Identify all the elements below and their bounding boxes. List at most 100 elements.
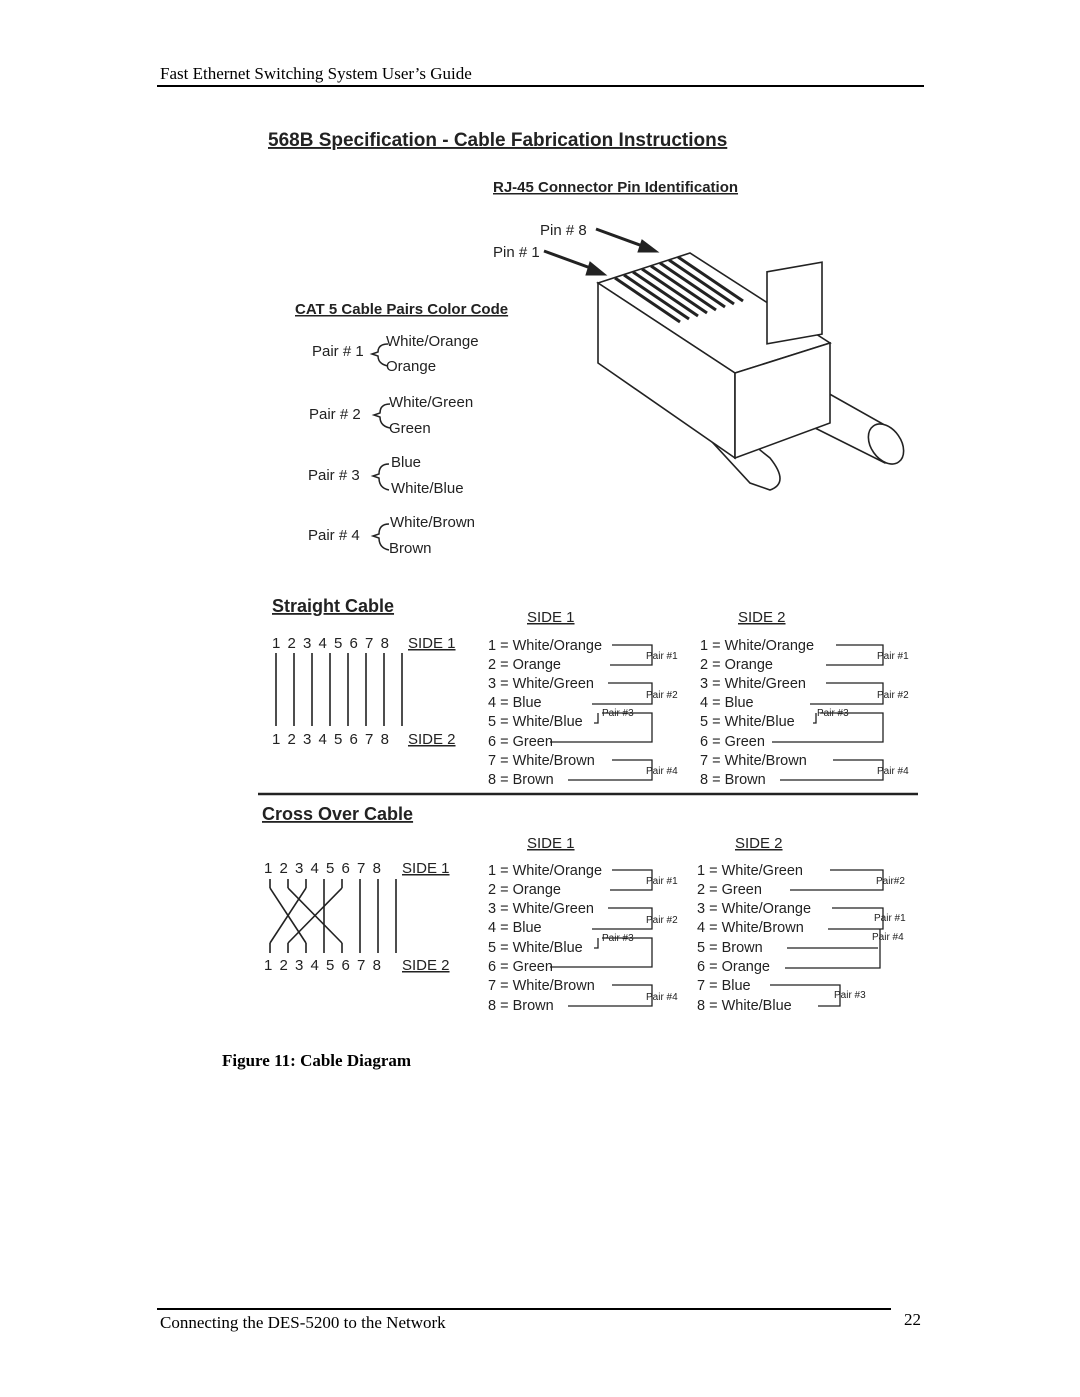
- straight-side1-label: SIDE 1: [408, 635, 456, 652]
- straight-side2-pairs: Pair #1 Pair #2 Pair #3 Pair #4: [817, 651, 909, 777]
- crossover-s2-pair-1: Pair#2: [876, 876, 905, 887]
- crossover-title: Cross Over Cable: [262, 804, 413, 824]
- crossover-s1-row-8: 8 = Brown: [488, 998, 554, 1014]
- crossover-s2-row-1: 1 = White/Green: [697, 863, 803, 879]
- crossover-side2-label: SIDE 2: [402, 957, 450, 974]
- crossover-s1-row-1: 1 = White/Orange: [488, 863, 602, 879]
- straight-s1-row-1: 1 = White/Orange: [488, 638, 602, 654]
- straight-s1-pair-2: Pair #2: [646, 690, 678, 701]
- crossover-side1-list: 1 = White/Orange 2 = Orange 3 = White/Gr…: [488, 863, 602, 1014]
- straight-pins-top: 1 2 3 4 5 6 7 8: [272, 635, 390, 652]
- color-code-title: CAT 5 Cable Pairs Color Code: [295, 301, 508, 318]
- crossover-pins-top: 1 2 3 4 5 6 7 8: [264, 860, 382, 877]
- crossover-side1-pairs: Pair #1 Pair #2 Pair #3 Pair #4: [602, 876, 678, 1003]
- crossover-s1-row-5: 5 = White/Blue: [488, 940, 583, 956]
- straight-s2-row-8: 8 = Brown: [700, 772, 766, 788]
- crossover-s1-row-3: 3 = White/Green: [488, 901, 594, 917]
- crossover-s1-pair-2: Pair #2: [646, 915, 678, 926]
- straight-s1-row-8: 8 = Brown: [488, 772, 554, 788]
- crossover-s2-row-6: 6 = Orange: [697, 959, 770, 975]
- pair-1-brace: [369, 343, 389, 367]
- pair-2-color-b: Green: [389, 420, 431, 437]
- crossover-s2-row-2: 2 = Green: [697, 882, 762, 898]
- crossover-side1-header: SIDE 1: [527, 835, 575, 852]
- pair-3-color-b: White/Blue: [391, 480, 464, 497]
- crossover-s2-row-4: 4 = White/Brown: [697, 920, 804, 936]
- straight-pins-bottom: 1 2 3 4 5 6 7 8: [272, 731, 390, 748]
- straight-side1-list: 1 = White/Orange 2 = Orange 3 = White/Gr…: [488, 638, 602, 788]
- pair-3: Pair # 3 Blue White/Blue: [308, 454, 464, 497]
- cable-diagram-figure: 568B Specification - Cable Fabrication I…: [250, 118, 930, 1030]
- straight-side1-brackets: [550, 644, 653, 781]
- crossover-s1-row-6: 6 = Green: [488, 959, 553, 975]
- crossover-s2-row-3: 3 = White/Orange: [697, 901, 811, 917]
- pair-4-color-b: Brown: [389, 540, 432, 557]
- crossover-s1-row-2: 2 = Orange: [488, 882, 561, 898]
- crossover-s1-row-4: 4 = Blue: [488, 920, 542, 936]
- pair-1-color-a: White/Orange: [386, 333, 479, 350]
- straight-s1-pair-4: Pair #4: [646, 766, 678, 777]
- straight-s2-row-6: 6 = Green: [700, 734, 765, 750]
- pin8-label: Pin # 8: [540, 222, 587, 239]
- pair-2: Pair # 2 White/Green Green: [309, 394, 473, 437]
- pin1-arrowhead: [585, 261, 608, 276]
- rj45-connector-icon: [596, 252, 905, 491]
- header-rule: [157, 85, 924, 87]
- pair-4-brace: [370, 523, 390, 551]
- straight-s2-pair-1: Pair #1: [877, 651, 909, 662]
- crossover-s2-pair-3: Pair #4: [872, 932, 904, 943]
- crossover-s2-pair-4: Pair #3: [834, 990, 866, 1001]
- straight-s2-row-4: 4 = Blue: [700, 695, 754, 711]
- straight-side1-header: SIDE 1: [527, 609, 575, 626]
- crossover-s1-pair-1: Pair #1: [646, 876, 678, 887]
- pin8-arrow: [595, 227, 649, 250]
- straight-s1-row-6: 6 = Green: [488, 734, 553, 750]
- crossover-side1-brackets: [550, 869, 653, 1007]
- straight-title: Straight Cable: [272, 596, 394, 616]
- straight-s1-row-4: 4 = Blue: [488, 695, 542, 711]
- pair-3-brace: [370, 463, 390, 491]
- pair-2-label: Pair # 2: [309, 406, 361, 423]
- header-title: Fast Ethernet Switching System User’s Gu…: [160, 64, 472, 83]
- pin1-label: Pin # 1: [493, 244, 540, 261]
- pair-1: Pair # 1 White/Orange Orange: [312, 333, 479, 375]
- pair-1-label: Pair # 1: [312, 343, 364, 360]
- straight-side2-brackets: [772, 644, 884, 781]
- connector-title: RJ-45 Connector Pin Identification: [493, 179, 738, 196]
- crossover-wires: [269, 879, 397, 953]
- straight-s2-pair-2: Pair #2: [877, 690, 909, 701]
- pair-1-color-b: Orange: [386, 358, 436, 375]
- pair-2-color-a: White/Green: [389, 394, 473, 411]
- connector-contacts: [614, 255, 744, 324]
- straight-side2-header: SIDE 2: [738, 609, 786, 626]
- pin1-arrow: [543, 249, 597, 272]
- page-number: 22: [904, 1310, 921, 1329]
- pair-3-color-a: Blue: [391, 454, 421, 471]
- crossover-pins-bottom: 1 2 3 4 5 6 7 8: [264, 957, 382, 974]
- straight-side1-pairs: Pair #1 Pair #2 Pair #3 Pair #4: [602, 651, 678, 777]
- straight-s2-row-7: 7 = White/Brown: [700, 753, 807, 769]
- pair-4-color-a: White/Brown: [390, 514, 475, 531]
- straight-s2-pair-4: Pair #4: [877, 766, 909, 777]
- pin-arrows: [543, 227, 660, 276]
- crossover-s2-row-5: 5 = Brown: [697, 940, 763, 956]
- straight-s1-pair-1: Pair #1: [646, 651, 678, 662]
- connector-front: [734, 341, 831, 460]
- crossover-side2-pairs: Pair#2 Pair #1 Pair #4 Pair #3: [834, 876, 906, 1001]
- crossover-side1-label: SIDE 1: [402, 860, 450, 877]
- straight-s2-row-2: 2 = Orange: [700, 657, 773, 673]
- pair-3-label: Pair # 3: [308, 467, 360, 484]
- pair-4: Pair # 4 White/Brown Brown: [308, 514, 475, 557]
- footer-title: Connecting the DES-5200 to the Network: [160, 1313, 446, 1332]
- straight-s1-row-7: 7 = White/Brown: [488, 753, 595, 769]
- straight-s1-row-3: 3 = White/Green: [488, 676, 594, 692]
- crossover-s2-row-8: 8 = White/Blue: [697, 998, 792, 1014]
- pin8-arrowhead: [637, 239, 660, 253]
- crossover-s1-row-7: 7 = White/Brown: [488, 978, 595, 994]
- connector-opening: [766, 261, 823, 345]
- pair-4-label: Pair # 4: [308, 527, 360, 544]
- straight-wires: [275, 653, 403, 726]
- straight-s1-row-5: 5 = White/Blue: [488, 714, 583, 730]
- straight-s2-row-3: 3 = White/Green: [700, 676, 806, 692]
- straight-s1-row-2: 2 = Orange: [488, 657, 561, 673]
